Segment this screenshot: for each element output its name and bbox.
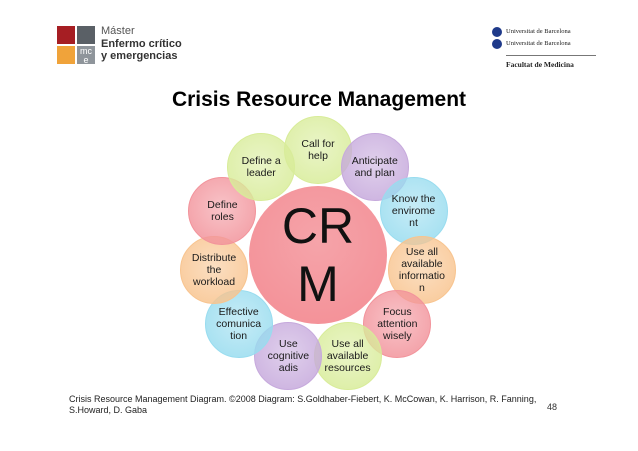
crm-node-label: Define a leader xyxy=(241,154,281,179)
crm-center-label: CRM xyxy=(281,198,355,312)
crm-node-label: Call for help xyxy=(301,138,335,162)
ub-line2: Universitat de Barcelona xyxy=(506,40,571,47)
diagram-caption: Crisis Resource Management Diagram. ©200… xyxy=(69,394,537,415)
master-logo-text: Máster Enfermo crítico y emergencias xyxy=(101,25,182,63)
crm-node: Distribute the workload xyxy=(180,235,249,304)
crm-node: Call for help xyxy=(284,116,352,184)
crm-node: Focus attention wisely xyxy=(363,289,432,358)
crm-node-label: Effective comunica tion xyxy=(216,305,262,342)
ub-line1: Universitat de Barcelona xyxy=(506,28,571,35)
logo-square-orange xyxy=(57,46,75,64)
crm-node-label: Focus attention wisely xyxy=(377,305,418,342)
crm-node: Use all available resources xyxy=(313,321,382,390)
crm-node-label: Know the envirome nt xyxy=(391,193,436,230)
crm-node-label: Distribute the workload xyxy=(191,251,237,288)
crm-node: Define a leader xyxy=(227,132,296,201)
logo-square-red xyxy=(57,26,75,44)
master-logo: mc e Máster Enfermo crítico y emergencia… xyxy=(57,25,217,68)
crm-node-label: Anticipate and plan xyxy=(351,154,398,179)
crm-node-label: Use cognitive adis xyxy=(267,337,310,374)
crm-node: Know the envirome nt xyxy=(379,177,448,246)
crm-node-label: Use all available informatio n xyxy=(398,245,445,294)
logo-badge: mc e xyxy=(77,46,95,65)
master-line1: Máster xyxy=(101,25,135,37)
crm-node-label: Use all available resources xyxy=(324,337,371,374)
ub-seal-icon xyxy=(492,27,502,37)
faculty-name: Facultat de Medicina xyxy=(506,60,574,69)
university-logo: Universitat de Barcelona Universitat de … xyxy=(492,26,602,74)
master-line3: y emergencias xyxy=(101,50,178,62)
logo-square-gray xyxy=(77,26,95,44)
ub-seal-icon xyxy=(492,39,502,49)
divider xyxy=(506,55,596,56)
crm-node-label: Define roles xyxy=(207,199,238,224)
slide-title: Crisis Resource Management xyxy=(171,88,467,111)
crm-center: CRM xyxy=(249,186,387,324)
page-number: 48 xyxy=(547,402,558,412)
master-line2: Enfermo crítico xyxy=(101,37,182,50)
